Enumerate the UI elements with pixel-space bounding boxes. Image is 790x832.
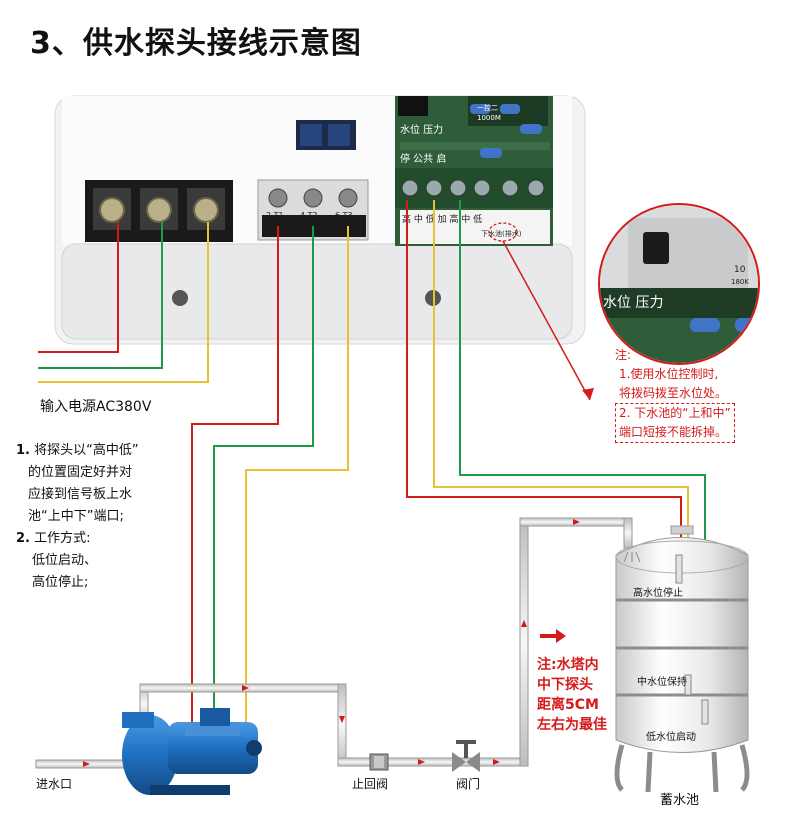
zoom-label: 水位 压力 bbox=[603, 295, 663, 311]
step-1-line-1: 将探头以“高中低” bbox=[34, 443, 139, 458]
port-highlight bbox=[488, 222, 518, 242]
zoom-small-2: 180K bbox=[731, 278, 749, 286]
step-1-line-3: 应接到信号板上水 bbox=[28, 487, 133, 502]
check-valve-icon bbox=[369, 753, 389, 771]
power-wires bbox=[38, 222, 209, 383]
step-1-line-2: 的位置固定好并对 bbox=[28, 465, 133, 480]
step-2-num: 2. bbox=[16, 531, 30, 546]
tank-label-high: 高水位停止 bbox=[633, 586, 683, 599]
motor-wires bbox=[191, 226, 349, 735]
motor-term-3: 6 T3 bbox=[335, 211, 353, 220]
dip-label: 一控二 bbox=[477, 103, 498, 112]
terminal-labels: 高 中 低 加 高 中 低 bbox=[402, 213, 482, 225]
note-1-line-2: 将拨码拨至水位处。 bbox=[619, 386, 728, 400]
tank-name: 蓄水池 bbox=[660, 793, 699, 808]
tower-note-line-4: 左右为最佳 bbox=[537, 717, 607, 733]
note-2-box: 2. 下水池的“上和中” 端口短接不能拆掉。 bbox=[615, 403, 735, 443]
gate-valve-icon bbox=[452, 740, 480, 772]
check-valve-label: 止回阀 bbox=[352, 777, 388, 791]
step-2-line-1: 工作方式: bbox=[34, 531, 91, 546]
port-note: 下水池(排水) bbox=[481, 229, 522, 238]
step-2-line-2: 低位启动、 bbox=[32, 553, 98, 568]
step-1-line-4: 池“上中下”端口; bbox=[28, 509, 124, 524]
zoom-small: 10 bbox=[734, 265, 746, 275]
steps-block: 1. 将探头以“高中低” 的位置固定好并对 应接到信号板上水 池“上中下”端口;… bbox=[16, 440, 139, 594]
circuit-board bbox=[395, 96, 553, 246]
zoom-circle bbox=[598, 203, 760, 365]
power-terminal-block bbox=[85, 180, 233, 242]
step-2-line-3: 高位停止; bbox=[32, 575, 89, 590]
tower-note-line-1: 注:水塔内 bbox=[537, 657, 599, 673]
leader-arrowhead bbox=[582, 388, 594, 400]
tower-note-line-3: 距离5CM bbox=[537, 697, 599, 713]
note-1-line-1: 1.使用水位控制时, bbox=[619, 367, 719, 381]
note-2-line-1: 2. 下水池的“上和中” bbox=[619, 406, 731, 420]
board-label-water-pressure: 水位 压力 bbox=[400, 123, 443, 136]
page-title: 3、供水探头接线示意图 bbox=[30, 26, 362, 61]
step-1-num: 1. bbox=[16, 443, 30, 458]
board-label-stop-start: 停 公共 启 bbox=[400, 152, 446, 165]
notes-block: 注: 1.使用水位控制时, 将拨码拨至水位处。 2. 下水池的“上和中” 端口短… bbox=[615, 346, 735, 443]
motor-term-1: 2 T1 bbox=[266, 211, 284, 220]
tower-note-line-2: 中下探头 bbox=[537, 677, 593, 693]
notes-head: 注: bbox=[615, 348, 632, 362]
pump-icon bbox=[122, 708, 262, 795]
note-2-line-2: 端口短接不能拆掉。 bbox=[619, 425, 728, 439]
dip-label-2: 1000M bbox=[477, 114, 501, 122]
power-input-label: 输入电源AC380V bbox=[40, 399, 152, 415]
tank-label-mid: 中水位保持 bbox=[637, 675, 687, 688]
tower-note-arrow bbox=[540, 629, 566, 643]
leader-line bbox=[502, 240, 591, 401]
motor-term-2: 4 T2 bbox=[300, 211, 318, 220]
tower-note: 注:水塔内 中下探头 距离5CM 左右为最佳 bbox=[537, 655, 607, 735]
inlet-label: 进水口 bbox=[36, 777, 72, 791]
valve-label: 阀门 bbox=[456, 776, 480, 791]
water-tank bbox=[614, 525, 750, 793]
tank-label-low: 低水位启动 bbox=[646, 730, 696, 743]
